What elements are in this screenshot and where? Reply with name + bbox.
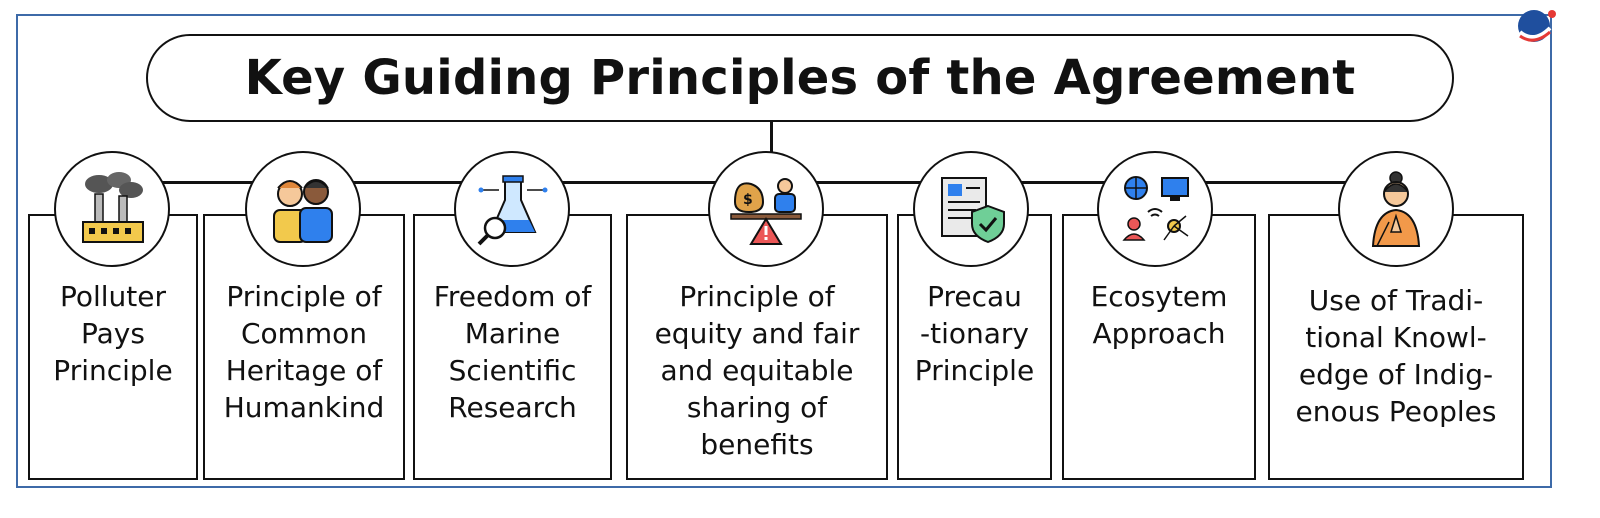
circle-marine-research — [454, 151, 570, 267]
logo-icon — [1518, 10, 1556, 42]
document-shield-icon — [941, 177, 1005, 244]
circle-traditional-knowledge — [1338, 151, 1454, 267]
balance-scale-icon: $ — [730, 178, 802, 245]
principle-text: Use of Tradi-tional Knowl-edge of Indig-… — [1295, 284, 1497, 428]
circle-ecosystem — [1097, 151, 1213, 267]
circle-common-heritage — [245, 151, 361, 267]
circle-equity: $ — [708, 151, 824, 267]
diagram-frame — [16, 14, 1552, 488]
people-together-icon — [273, 179, 333, 243]
title-pill: Key Guiding Principles of the Agreement — [146, 34, 1454, 122]
diagram-title: Key Guiding Principles of the Agreement — [244, 50, 1356, 106]
indigenous-person-icon — [1371, 171, 1421, 247]
circle-precautionary — [913, 151, 1029, 267]
circle-polluter-pays — [54, 151, 170, 267]
factory-pollution-icon — [82, 172, 144, 243]
science-flask-icon — [477, 175, 548, 246]
network-ecosystem-icon — [1122, 176, 1189, 241]
title-connector — [770, 122, 773, 152]
svg-text:$: $ — [743, 192, 753, 208]
